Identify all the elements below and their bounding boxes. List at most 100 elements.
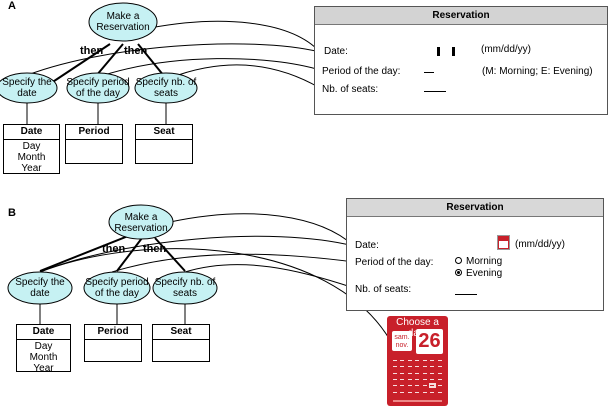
panelA-edge-root-period	[95, 43, 124, 77]
calendar-cell[interactable]	[436, 377, 443, 382]
calendar-cell[interactable]	[391, 383, 398, 388]
calendar-cell-mark	[400, 372, 404, 374]
calendar-grid[interactable]	[391, 358, 444, 396]
panelB-root-line2: Reservation	[114, 223, 168, 234]
panelB-edge-root-period	[116, 237, 143, 272]
panelB-edge-root-date	[39, 235, 129, 272]
calendar-cell-mark	[415, 360, 419, 361]
calendar-cell[interactable]	[391, 390, 398, 395]
panelB-date-item: Month	[29, 352, 58, 363]
calendar-cell[interactable]	[406, 377, 413, 382]
calendar-cell[interactable]	[399, 364, 406, 369]
calendar-cell[interactable]	[414, 383, 421, 388]
calendar-cell[interactable]	[414, 377, 421, 382]
panelA-seat-box: Seat	[135, 124, 193, 164]
calendar-cell-mark	[422, 391, 427, 393]
panelA-date-box-body: Day Month Year	[4, 140, 59, 174]
calendar-cell[interactable]	[399, 371, 406, 376]
calendar-cell[interactable]	[428, 383, 436, 389]
panelA-date-mark-2[interactable]	[452, 47, 455, 56]
radio-evening[interactable]	[455, 269, 462, 276]
panelB-task-node-date	[7, 271, 73, 305]
calendar-cell[interactable]	[436, 358, 443, 363]
panelB-date-box: Date Day Month Year	[16, 324, 71, 374]
panelA-seats-input[interactable]	[424, 91, 446, 92]
calendar-cell[interactable]	[429, 364, 436, 369]
calendar-cell-mark	[392, 391, 397, 393]
calendar-cell[interactable]	[421, 383, 428, 388]
calendar-cell-mark	[430, 366, 434, 368]
option-morning-label: Morning	[466, 256, 503, 267]
panelA-then-right: then	[124, 45, 148, 57]
radio-morning[interactable]	[455, 257, 462, 264]
calendar-cell[interactable]	[391, 371, 398, 376]
panelA-period-input[interactable]	[424, 72, 434, 73]
panelB-date-format: (mm/dd/yy)	[515, 239, 565, 250]
panelA-task-node-date	[0, 72, 58, 104]
calendar-cell[interactable]	[429, 390, 436, 395]
panelA-curve-seats-field	[169, 64, 321, 89]
calendar-cell-mark	[430, 378, 434, 380]
calendar-cell[interactable]	[436, 383, 443, 388]
panelA-period-box: Period	[65, 124, 123, 164]
panelB-task-node-seats	[152, 271, 218, 305]
calendar-icon[interactable]	[497, 235, 510, 250]
calendar-cell[interactable]	[414, 390, 421, 395]
panelA-reservation-form: Reservation	[314, 6, 608, 115]
panelB-task-seats-line1: Specify nb. of	[154, 277, 216, 288]
calendar-cell[interactable]	[436, 390, 443, 395]
panelB-curve-date-field	[39, 235, 355, 273]
calendar-cell[interactable]	[391, 377, 398, 382]
calendar-cell[interactable]	[421, 377, 428, 382]
calendar-cell-mark	[407, 366, 412, 368]
calendar-cell-mark	[400, 385, 404, 387]
calendar-cell-mark	[415, 385, 419, 387]
calendar-cell[interactable]	[399, 383, 406, 388]
calendar-cell-mark	[430, 372, 434, 374]
panelB-task-date-line1: Specify the	[15, 277, 65, 288]
calendar-cell[interactable]	[429, 371, 436, 376]
calendar-cell-mark	[400, 391, 404, 393]
calendar-cell[interactable]	[436, 364, 443, 369]
calendar-cell-mark	[392, 360, 397, 361]
calendar-cell[interactable]	[436, 371, 443, 376]
panelB-seats-input[interactable]	[455, 294, 477, 295]
panelA-root-line1: Make a	[106, 11, 140, 22]
calendar-cell[interactable]	[429, 377, 436, 382]
panelB-date-box-body: Day Month Year	[17, 340, 70, 374]
calendar-month-tile: sam. nov.	[392, 331, 412, 351]
calendar-cell[interactable]	[421, 364, 428, 369]
panelA-date-label: Date:	[324, 46, 348, 57]
panelA-task-period-line1: Specify period	[66, 77, 130, 88]
calendar-cell-mark	[437, 378, 442, 380]
calendar-cell[interactable]	[399, 358, 406, 363]
calendar-cell[interactable]	[414, 371, 421, 376]
panelA-date-item: Month	[17, 152, 46, 163]
panelA-date-mark-1[interactable]	[437, 47, 440, 56]
calendar-cell[interactable]	[399, 390, 406, 395]
calendar-cell[interactable]	[414, 358, 421, 363]
calendar-cell[interactable]	[406, 371, 413, 376]
calendar-cell[interactable]	[391, 364, 398, 369]
calendar-cell[interactable]	[406, 390, 413, 395]
calendar-cell[interactable]	[406, 383, 413, 388]
calendar-cell[interactable]	[406, 364, 413, 369]
calendar-cell-mark	[422, 385, 427, 387]
calendar-popup[interactable]: Choose a date sam. nov. 26	[387, 316, 448, 406]
panelB-option-evening[interactable]: Evening	[455, 268, 502, 279]
panelB-curve-seats-field	[184, 264, 355, 289]
calendar-cell[interactable]	[421, 371, 428, 376]
calendar-cell[interactable]	[399, 377, 406, 382]
calendar-cell[interactable]	[406, 358, 413, 363]
panelB-option-morning[interactable]: Morning	[455, 256, 502, 267]
calendar-cell[interactable]	[421, 390, 428, 395]
calendar-cell-mark	[407, 372, 412, 374]
panelB-then-right: then	[143, 243, 167, 255]
calendar-cell[interactable]	[414, 364, 421, 369]
panelA-curve-root-date	[149, 20, 321, 53]
calendar-cell[interactable]	[421, 358, 428, 363]
panelA-task-node-period	[66, 72, 130, 104]
calendar-cell[interactable]	[429, 358, 436, 363]
calendar-cell[interactable]	[391, 358, 398, 363]
